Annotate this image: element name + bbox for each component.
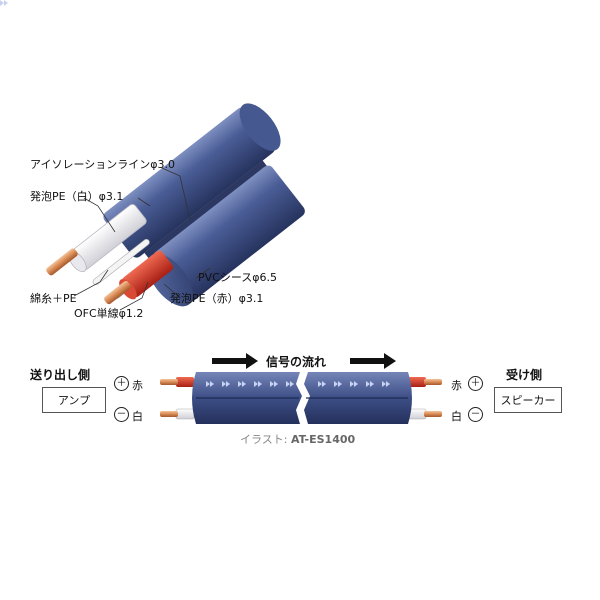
cable-direction-chevrons [0,0,390,387]
label-cotton-pe: 綿糸＋PE [30,292,77,305]
right-red-label: 赤 [451,379,462,392]
send-side-title: 送り出し側 [30,368,91,382]
signal-flow-arrow-left [212,353,258,369]
receive-side-title: 受け側 [506,368,543,382]
leader-lines [73,167,211,311]
credit-model: AT-ES1400 [291,433,356,446]
flat-cable-right [304,372,412,424]
minus-sign-left: － [114,407,129,422]
illustration-credit: イラスト: AT-ES1400 [240,431,355,447]
label-foam-pe-red: 発泡PE（赤）φ3.1 [170,292,264,305]
label-foam-pe-white: 発泡PE（白）φ3.1 [30,190,124,203]
label-isolation-line: アイソレーションラインφ3.0 [30,158,175,171]
cotton-pe-filament [92,238,150,285]
minus-sign-right: － [468,407,483,422]
white-copper-wire [46,248,78,276]
label-pvc-sheath: PVCシースφ6.5 [198,271,278,284]
amplifier-box: アンプ [42,387,106,413]
right-white-wire [407,408,442,420]
left-red-label: 赤 [132,379,143,392]
signal-flow-arrow-right [350,353,396,369]
left-red-wire [160,377,194,387]
left-white-wire [160,408,195,420]
credit-prefix: イラスト: [240,433,288,446]
red-copper-wire [104,281,131,305]
plus-sign-left: ＋ [114,376,129,391]
label-ofc-wire: OFC単線φ1.2 [74,307,144,320]
left-white-label: 白 [132,410,143,423]
right-white-label: 白 [451,410,462,423]
plus-sign-right: ＋ [468,376,483,391]
signal-flow-label: 信号の流れ [266,355,327,369]
speaker-box: スピーカー [494,387,562,413]
right-red-wire [408,377,442,387]
flat-cable-left [192,372,302,424]
